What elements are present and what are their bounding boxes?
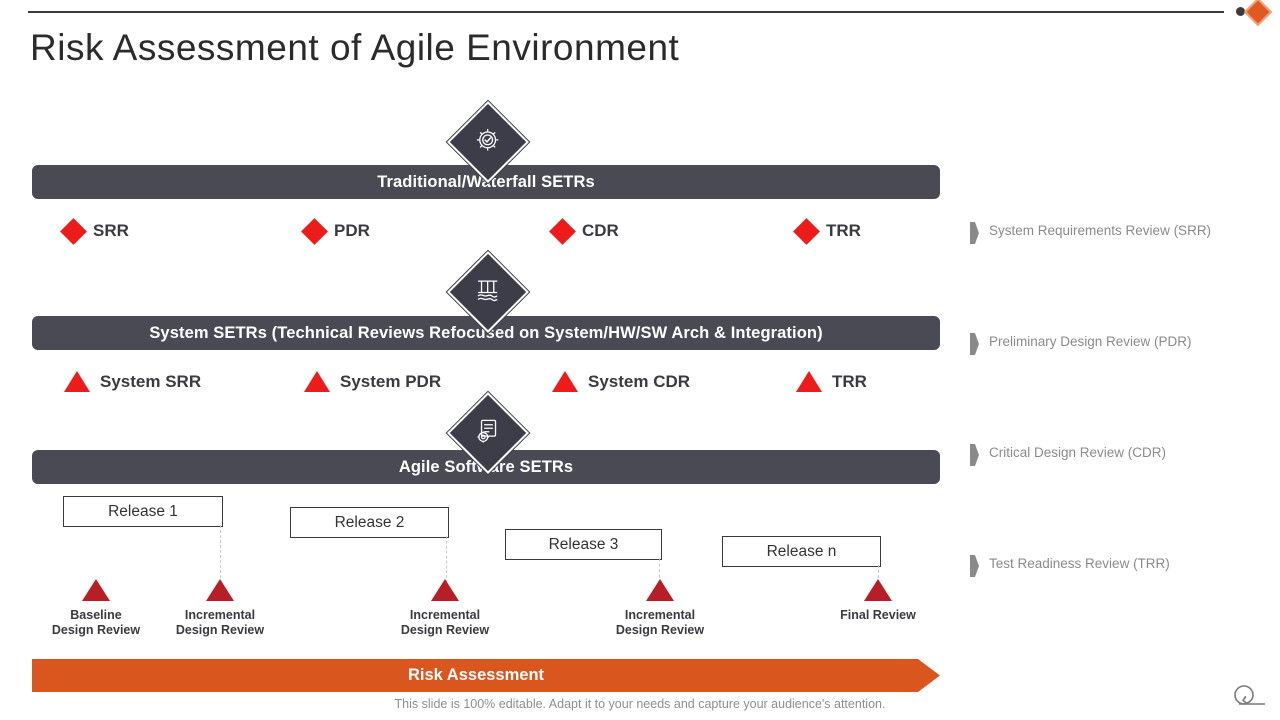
milestone-label: TRR [832,371,867,391]
gear-check-icon [446,100,530,184]
design-review-marker: Incremental Design Review [600,579,720,638]
diamond-marker-icon [549,217,576,245]
waterfall-milestone: SRR [60,217,129,245]
design-review-label: Incremental Design Review [400,608,490,637]
legend-item-label: System Requirements Review (SRR) [989,223,1212,238]
system-milestone: TRR [796,371,867,392]
footer-note: This slide is 100% editable. Adapt it to… [394,697,886,711]
diamond-marker-icon [793,217,820,245]
triangle-marker-icon [82,579,110,601]
gear-check-glyph [473,125,503,160]
top-rule [28,11,1224,13]
release-box: Release 3 [505,529,662,560]
waterfall-dam-icon [446,250,530,334]
waterfall-milestone: TRR [793,217,861,245]
waterfall-milestone: CDR [549,217,619,245]
system-milestone: System CDR [552,371,690,392]
triangle-marker-icon [552,371,578,392]
triangle-marker-icon [64,371,90,392]
triangle-marker-icon [304,371,330,392]
legend-item-label: Preliminary Design Review (PDR) [989,334,1192,349]
milestone-label: System PDR [340,371,442,391]
design-review-label: Final Review [840,608,916,622]
design-review-marker: Final Review [818,579,938,623]
triangle-marker-icon [796,371,822,392]
diamond-marker-icon [60,217,87,245]
triangle-marker-icon [864,579,892,601]
triangle-marker-icon [646,579,674,601]
system-milestone: System SRR [64,371,201,392]
release-box: Release 1 [63,496,223,527]
chevron-right-icon [970,444,979,466]
diamond-marker-icon [301,217,328,245]
risk-assessment-label: Risk Assessment [407,666,545,684]
release-leader-line [878,565,879,583]
waterfall-dam-glyph [474,276,502,309]
milestone-label: CDR [582,221,619,240]
legend-item: Test Readiness Review (TRR) [970,555,1170,577]
software-gear-glyph [474,417,502,450]
refresh-loop-icon[interactable] [1232,680,1270,717]
milestone-label: TRR [826,221,861,240]
design-review-label: Incremental Design Review [175,608,265,637]
milestone-label: PDR [334,221,370,240]
milestone-label: System CDR [588,371,691,391]
legend-item: Critical Design Review (CDR) [970,444,1166,466]
top-diamond-icon [1243,0,1273,27]
design-review-label: Incremental Design Review [615,608,705,637]
legend-item: Preliminary Design Review (PDR) [970,333,1192,355]
software-gear-icon [446,391,530,475]
triangle-marker-icon [206,579,234,601]
release-leader-line [659,558,660,583]
top-dot-icon [1236,7,1245,16]
legend-item: System Requirements Review (SRR) [970,222,1211,244]
legend-item-label: Critical Design Review (CDR) [989,445,1167,460]
milestone-label: SRR [93,221,129,240]
design-review-marker: Baseline Design Review [36,579,156,638]
milestone-label: System SRR [100,371,202,391]
chevron-right-icon [970,333,979,355]
waterfall-milestone: PDR [301,217,370,245]
chevron-right-icon [970,222,979,244]
waterfall-milestone-row: SRR PDR CDR TRR [0,217,960,251]
design-review-marker: Incremental Design Review [160,579,280,638]
risk-assessment-banner: Risk Assessment [32,659,940,692]
triangle-marker-icon [431,579,459,601]
release-box: Release n [722,536,881,567]
release-leader-line [446,536,447,583]
legend-item-label: Test Readiness Review (TRR) [989,556,1170,571]
release-leader-line [220,525,221,583]
page-title: Risk Assessment of Agile Environment [30,27,680,68]
chevron-right-icon [970,555,979,577]
design-review-label: Baseline Design Review [51,608,141,637]
band-label: System SETRs (Technical Reviews Refocuse… [149,323,823,342]
system-milestone-row: System SRR System PDR System CDR TRR [0,371,960,401]
release-box: Release 2 [290,507,449,538]
system-milestone: System PDR [304,371,441,392]
design-review-marker: Incremental Design Review [385,579,505,638]
